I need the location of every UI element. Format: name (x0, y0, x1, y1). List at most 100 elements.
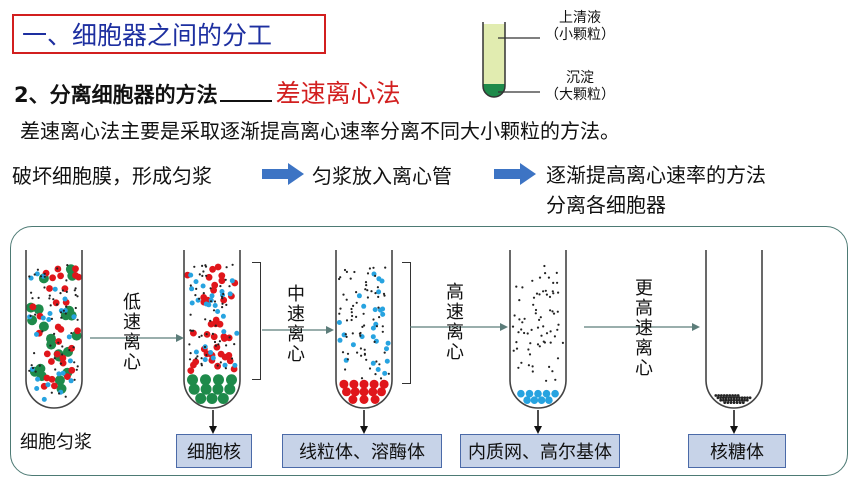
subtitle-prefix: 2、分离细胞器的方法 (14, 83, 218, 107)
ribosome-particle (195, 357, 198, 360)
ribosome-particle (200, 357, 203, 360)
er-particle (45, 382, 51, 388)
bracket (252, 262, 261, 380)
nucleus-pellet (195, 393, 207, 404)
er-particle (193, 349, 199, 355)
ribosome-particle (359, 347, 362, 350)
nucleus-particle (54, 375, 65, 386)
ribosome-particle (228, 285, 231, 288)
ribosome-particle (73, 378, 76, 381)
mitochondria-particle (59, 354, 67, 362)
ribosome-particle (41, 330, 44, 333)
er-particle (34, 271, 40, 277)
ribosome-particle (222, 292, 225, 296)
ribosome-particle (372, 318, 375, 321)
ribosome-particle (345, 270, 348, 273)
bracket (402, 262, 411, 384)
ribosome-particle (365, 284, 368, 287)
ribosome-particle (549, 330, 552, 333)
ribosome-particle (205, 353, 208, 357)
ribosome-particle (549, 341, 552, 344)
subtitle: 2、分离细胞器的方法 差速离心法 (14, 74, 401, 110)
ribosome-particle (198, 297, 201, 300)
ribosome-pellet (716, 396, 720, 400)
ribosome-pellet (732, 398, 736, 402)
ribosome-particle (359, 334, 362, 337)
er-pellet (525, 389, 534, 398)
ribosome-pellet (719, 398, 723, 402)
er-pellet (523, 396, 531, 404)
ribosome-pellet (724, 396, 728, 400)
ribosome-particle (538, 345, 541, 348)
ribosome-particle (66, 264, 69, 267)
ribosome-particle (233, 343, 236, 346)
ribosome-particle (43, 275, 46, 278)
er-pellet (534, 389, 542, 398)
ribosome-pellet (732, 401, 736, 404)
ribosome-particle (534, 312, 537, 315)
er-particle (370, 360, 376, 366)
ribosome-particle (548, 365, 551, 368)
ribosome-particle (346, 358, 349, 361)
ribosome-particle (57, 341, 60, 344)
ribosome-pellet (734, 394, 737, 397)
er-particle (62, 296, 68, 302)
ribosome-particle (352, 304, 355, 307)
ribosome-particle (38, 364, 41, 367)
step-1: 破坏细胞膜，形成匀浆 (12, 164, 212, 188)
ribosome-particle (52, 298, 55, 301)
mitochondria-particle (48, 375, 56, 383)
mitochondria-pellet (359, 395, 369, 404)
ribosome-particle (532, 303, 535, 306)
ribosome-pellet (743, 396, 747, 400)
ribosome-pellet (719, 396, 722, 400)
er-pellet (545, 396, 553, 404)
er-particle (46, 317, 52, 322)
ribosome-pellet (720, 394, 723, 397)
ribosome-particle (198, 335, 201, 339)
ribosome-particle (201, 264, 204, 267)
ribosome-particle (553, 335, 556, 338)
ribosome-particle (350, 318, 353, 322)
ribosome-particle (73, 361, 76, 364)
er-particle (66, 334, 72, 340)
er-particle (189, 286, 195, 292)
ribosome-particle (523, 317, 526, 320)
dash-line (219, 100, 272, 102)
ribosome-particle (203, 345, 207, 349)
ribosome-particle (189, 352, 192, 355)
ribosome-particle (216, 364, 219, 367)
er-particle (227, 291, 233, 297)
ribosome-particle (382, 292, 386, 295)
ribosome-particle (74, 306, 77, 310)
ribosome-pellet (732, 396, 736, 400)
mitochondria-particle (29, 303, 37, 311)
ribosome-pellet (717, 394, 720, 397)
ribosome-particle (358, 332, 361, 335)
ribosome-particle (531, 365, 534, 368)
mitochondria-pellet (379, 379, 389, 389)
ribosome-particle (351, 332, 354, 335)
er-pellet (530, 396, 539, 404)
ribosome-particle (341, 351, 345, 354)
ribosome-particle (366, 289, 369, 292)
ribosome-particle (221, 297, 224, 300)
nucleus-pellet (206, 393, 218, 404)
ribosome-particle (61, 353, 64, 356)
ribosome-particle (375, 325, 378, 328)
ribosome-particle (556, 357, 560, 360)
ribosome-particle (366, 272, 370, 275)
ribosome-particle (214, 324, 217, 327)
tube-after-ultra-speed (705, 250, 763, 409)
ribosome-particle (520, 328, 523, 331)
ribosome-particle (515, 341, 518, 344)
er-particle (220, 313, 226, 319)
ribosome-particle (374, 292, 377, 295)
ribosome-particle (34, 313, 37, 316)
ribosome-particle (76, 295, 79, 298)
ribosome-particle (202, 270, 205, 273)
ribosome-particle (530, 328, 533, 331)
ribosome-particle (521, 321, 524, 324)
ribosome-particle (31, 297, 34, 300)
ribosome-particle (50, 391, 53, 394)
